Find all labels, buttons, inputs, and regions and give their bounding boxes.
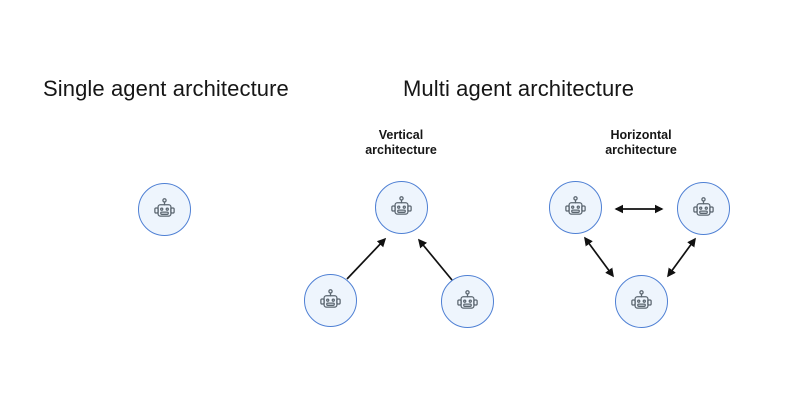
agent-node-horizontal-3[interactable] [615,275,668,328]
robot-icon [562,194,589,221]
agent-node-single[interactable] [138,183,191,236]
agent-node-horizontal-2[interactable] [677,182,730,235]
vertical-architecture-subtitle: Vertical architecture [365,128,437,157]
robot-icon [690,195,717,222]
arrow-horizontal-agent1-agent3 [584,236,614,278]
agent-node-vertical-sub-1[interactable] [304,274,357,327]
multi-agent-section-title: Multi agent architecture [403,76,635,101]
agent-node-vertical-lead[interactable] [375,181,428,234]
agent-node-horizontal-1[interactable] [549,181,602,234]
robot-icon [388,194,415,221]
robot-icon [151,196,178,223]
robot-icon [628,288,655,315]
arrow-vertical-sub2-to-lead [417,238,453,281]
arrow-horizontal-agent3-agent2 [667,237,696,278]
robot-icon [454,288,481,315]
single-agent-section-title: Single agent architecture [43,76,289,101]
arrow-vertical-sub1-to-lead [346,237,387,280]
robot-icon [317,287,344,314]
horizontal-architecture-subtitle: Horizontal architecture [605,128,677,157]
agent-node-vertical-sub-2[interactable] [441,275,494,328]
